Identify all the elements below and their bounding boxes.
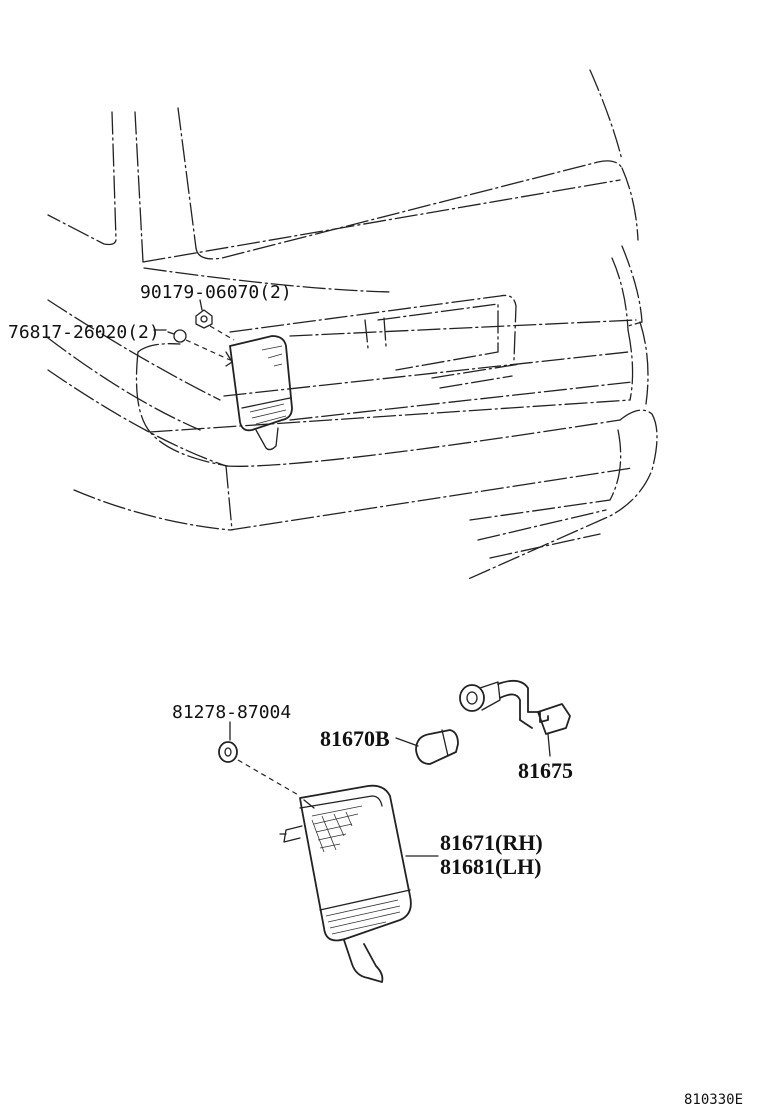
- gasket-81278-part: [218, 721, 301, 797]
- part-label-81278: 81278-87004: [172, 702, 291, 723]
- figure-code: 810330E: [684, 1092, 743, 1108]
- lamp-installed-on-vehicle: [225, 335, 293, 451]
- part-label-81675: 81675: [518, 758, 573, 783]
- part-label-90179: 90179-06070(2): [140, 282, 292, 303]
- vehicle-rear-outline: [47, 69, 658, 581]
- screw-76817-part: [153, 329, 231, 361]
- socket-81675-part: [459, 679, 571, 757]
- part-label-81681-lh: 81681(LH): [440, 854, 541, 879]
- part-label-81671-rh: 81671(RH): [440, 830, 543, 855]
- rear-lamp-81671-part: [279, 784, 439, 983]
- clip-90179-part: [195, 299, 235, 341]
- bulb-81670b-part: [395, 729, 459, 765]
- part-label-76817: 76817-26020(2): [8, 322, 160, 343]
- part-label-81670b: 81670B: [320, 726, 390, 751]
